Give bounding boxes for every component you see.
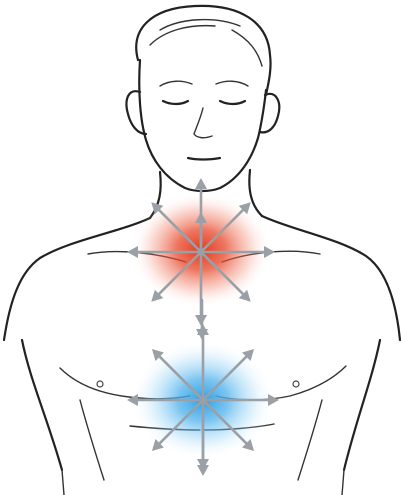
head-outline (127, 6, 280, 191)
